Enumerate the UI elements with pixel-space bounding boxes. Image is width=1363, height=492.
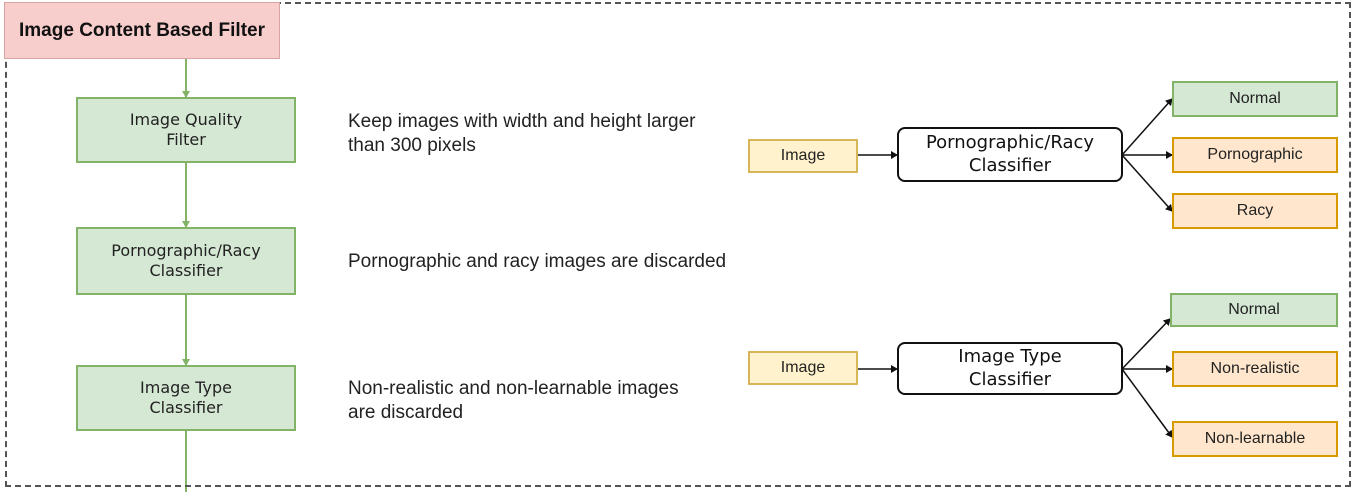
classifier2-node: Image Type Classifier bbox=[897, 342, 1123, 395]
classifier2-input-image: Image bbox=[748, 351, 858, 385]
classifier1-node: Pornographic/Racy Classifier bbox=[897, 127, 1123, 182]
classifier2-label: Image Type Classifier bbox=[958, 346, 1062, 390]
classifier1-input-image: Image bbox=[748, 139, 858, 173]
step-porn-racy-classifier: Pornographic/Racy Classifier bbox=[76, 227, 296, 295]
classifier1-output-normal: Normal bbox=[1172, 81, 1338, 117]
title-box: Image Content Based Filter bbox=[4, 2, 280, 59]
arrow-classifier2-to-nonlearnable bbox=[1121, 368, 1173, 438]
classifier1-output-racy: Racy bbox=[1172, 193, 1338, 229]
classifier2-output-nonrealistic: Non-realistic bbox=[1172, 351, 1338, 387]
dashed-frame bbox=[5, 2, 1351, 487]
step-label: Pornographic/Racy Classifier bbox=[111, 241, 261, 280]
arrow-classifier2-to-normal bbox=[1121, 318, 1171, 370]
step-image-quality-filter: Image Quality Filter bbox=[76, 97, 296, 163]
classifier1-output-pornographic: Pornographic bbox=[1172, 137, 1338, 173]
classifier2-output-normal: Normal bbox=[1170, 293, 1338, 327]
description-image-type: Non-realistic and non-learnable images a… bbox=[348, 378, 679, 423]
description-image-quality: Keep images with width and height larger… bbox=[348, 111, 696, 156]
classifier2-output-nonlearnable: Non-learnable bbox=[1172, 421, 1338, 457]
step-label: Image Quality Filter bbox=[129, 110, 243, 149]
step-label: Image Type Classifier bbox=[140, 378, 232, 417]
arrow-classifier1-to-normal bbox=[1121, 98, 1173, 156]
description-porn-racy: Pornographic and racy images are discard… bbox=[348, 251, 727, 272]
arrow-classifier1-to-racy bbox=[1121, 154, 1173, 212]
classifier1-label: Pornographic/Racy Classifier bbox=[925, 132, 1095, 176]
step-image-type-classifier: Image Type Classifier bbox=[76, 365, 296, 431]
